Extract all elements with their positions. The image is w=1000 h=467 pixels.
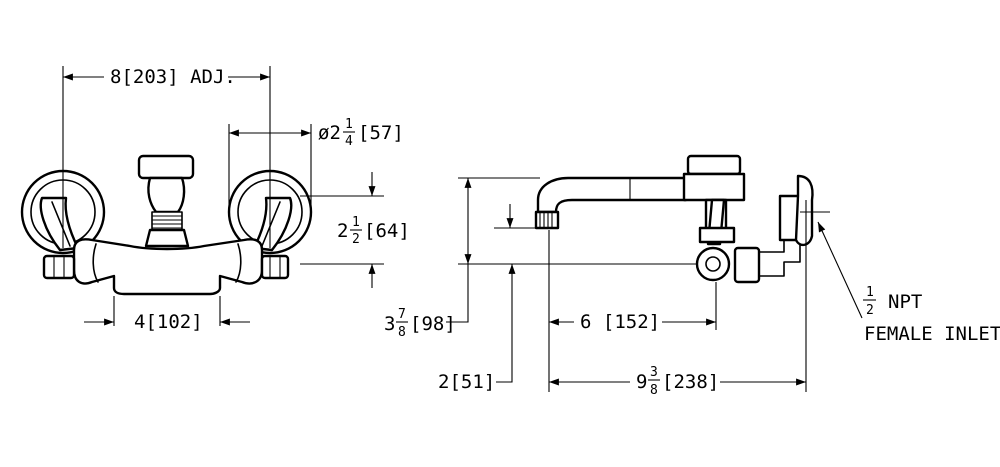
right-end-nut-lines (269, 256, 281, 278)
side-nut (733, 246, 761, 284)
label-inlet-height-den: 2 (352, 232, 360, 247)
center-nut (144, 228, 190, 248)
side-outlet-ring (695, 246, 731, 282)
center-thread-lines (152, 215, 182, 229)
label-overall-depth-prefix: 9 (636, 371, 647, 393)
label-flange-diameter-suffix: [57] (358, 122, 404, 144)
label-inlet-npt: NPT (888, 291, 922, 313)
dim-total-height-leader (446, 264, 469, 323)
label-total-height-den: 8 (398, 325, 406, 340)
faucet-body (72, 238, 264, 296)
right-handle-edge (261, 201, 281, 247)
spout-tip-threads (539, 212, 553, 228)
label-overall-depth-den: 8 (650, 383, 658, 398)
label-inlet-height-prefix: 2 (337, 220, 348, 242)
left-end-nut-lines (53, 256, 65, 278)
side-coupling (698, 226, 736, 244)
center-neck (147, 176, 186, 214)
side-cap (686, 154, 742, 176)
label-inlet-height-suffix: [64] (364, 220, 410, 242)
label-flange-diameter-num: 1 (345, 117, 353, 132)
dim-spout-drop-leader (496, 288, 513, 383)
side-view: 3 7 8 [98] 2[51] 6 [152] 9 3 8 [238] 1 2… (384, 154, 1000, 398)
side-flange (794, 174, 814, 247)
side-bonnet (682, 172, 746, 202)
spout (536, 176, 688, 214)
label-total-height-prefix: 3 (384, 313, 395, 335)
label-spout-drop: 2[51] (438, 371, 495, 393)
front-view: 8[203] ADJ. ø2 1 4 [57] 2 1 2 [64] 4[102… (20, 66, 410, 333)
label-total-height-suffix: [98] (410, 313, 456, 335)
label-spout-length: 6 [152] (580, 311, 660, 333)
left-handle-edge (51, 201, 71, 247)
left-handle (39, 196, 80, 252)
inlet-note-leader (817, 221, 863, 319)
center-cap (137, 154, 195, 180)
label-total-height-num: 7 (398, 307, 406, 322)
label-overall-depth-suffix: [238] (662, 371, 719, 393)
right-end-nut (260, 254, 290, 280)
label-body-width: 4[102] (134, 311, 203, 333)
side-outlet-inner (705, 256, 721, 272)
label-overall-depth-num: 3 (650, 365, 658, 380)
label-inlet-height-num: 1 (352, 215, 360, 230)
spout-tip (534, 210, 560, 230)
left-end-nut (42, 254, 76, 280)
center-thread (151, 211, 183, 231)
label-center-spacing: 8[203] ADJ. (110, 66, 236, 88)
label-flange-diameter-prefix: ø2 (318, 122, 341, 144)
label-inlet-num: 1 (866, 285, 874, 300)
label-inlet-female: FEMALE INLETS (864, 323, 1000, 345)
label-inlet-den: 2 (866, 303, 874, 318)
label-flange-diameter-den: 4 (345, 134, 353, 149)
body-contours (92, 243, 242, 283)
